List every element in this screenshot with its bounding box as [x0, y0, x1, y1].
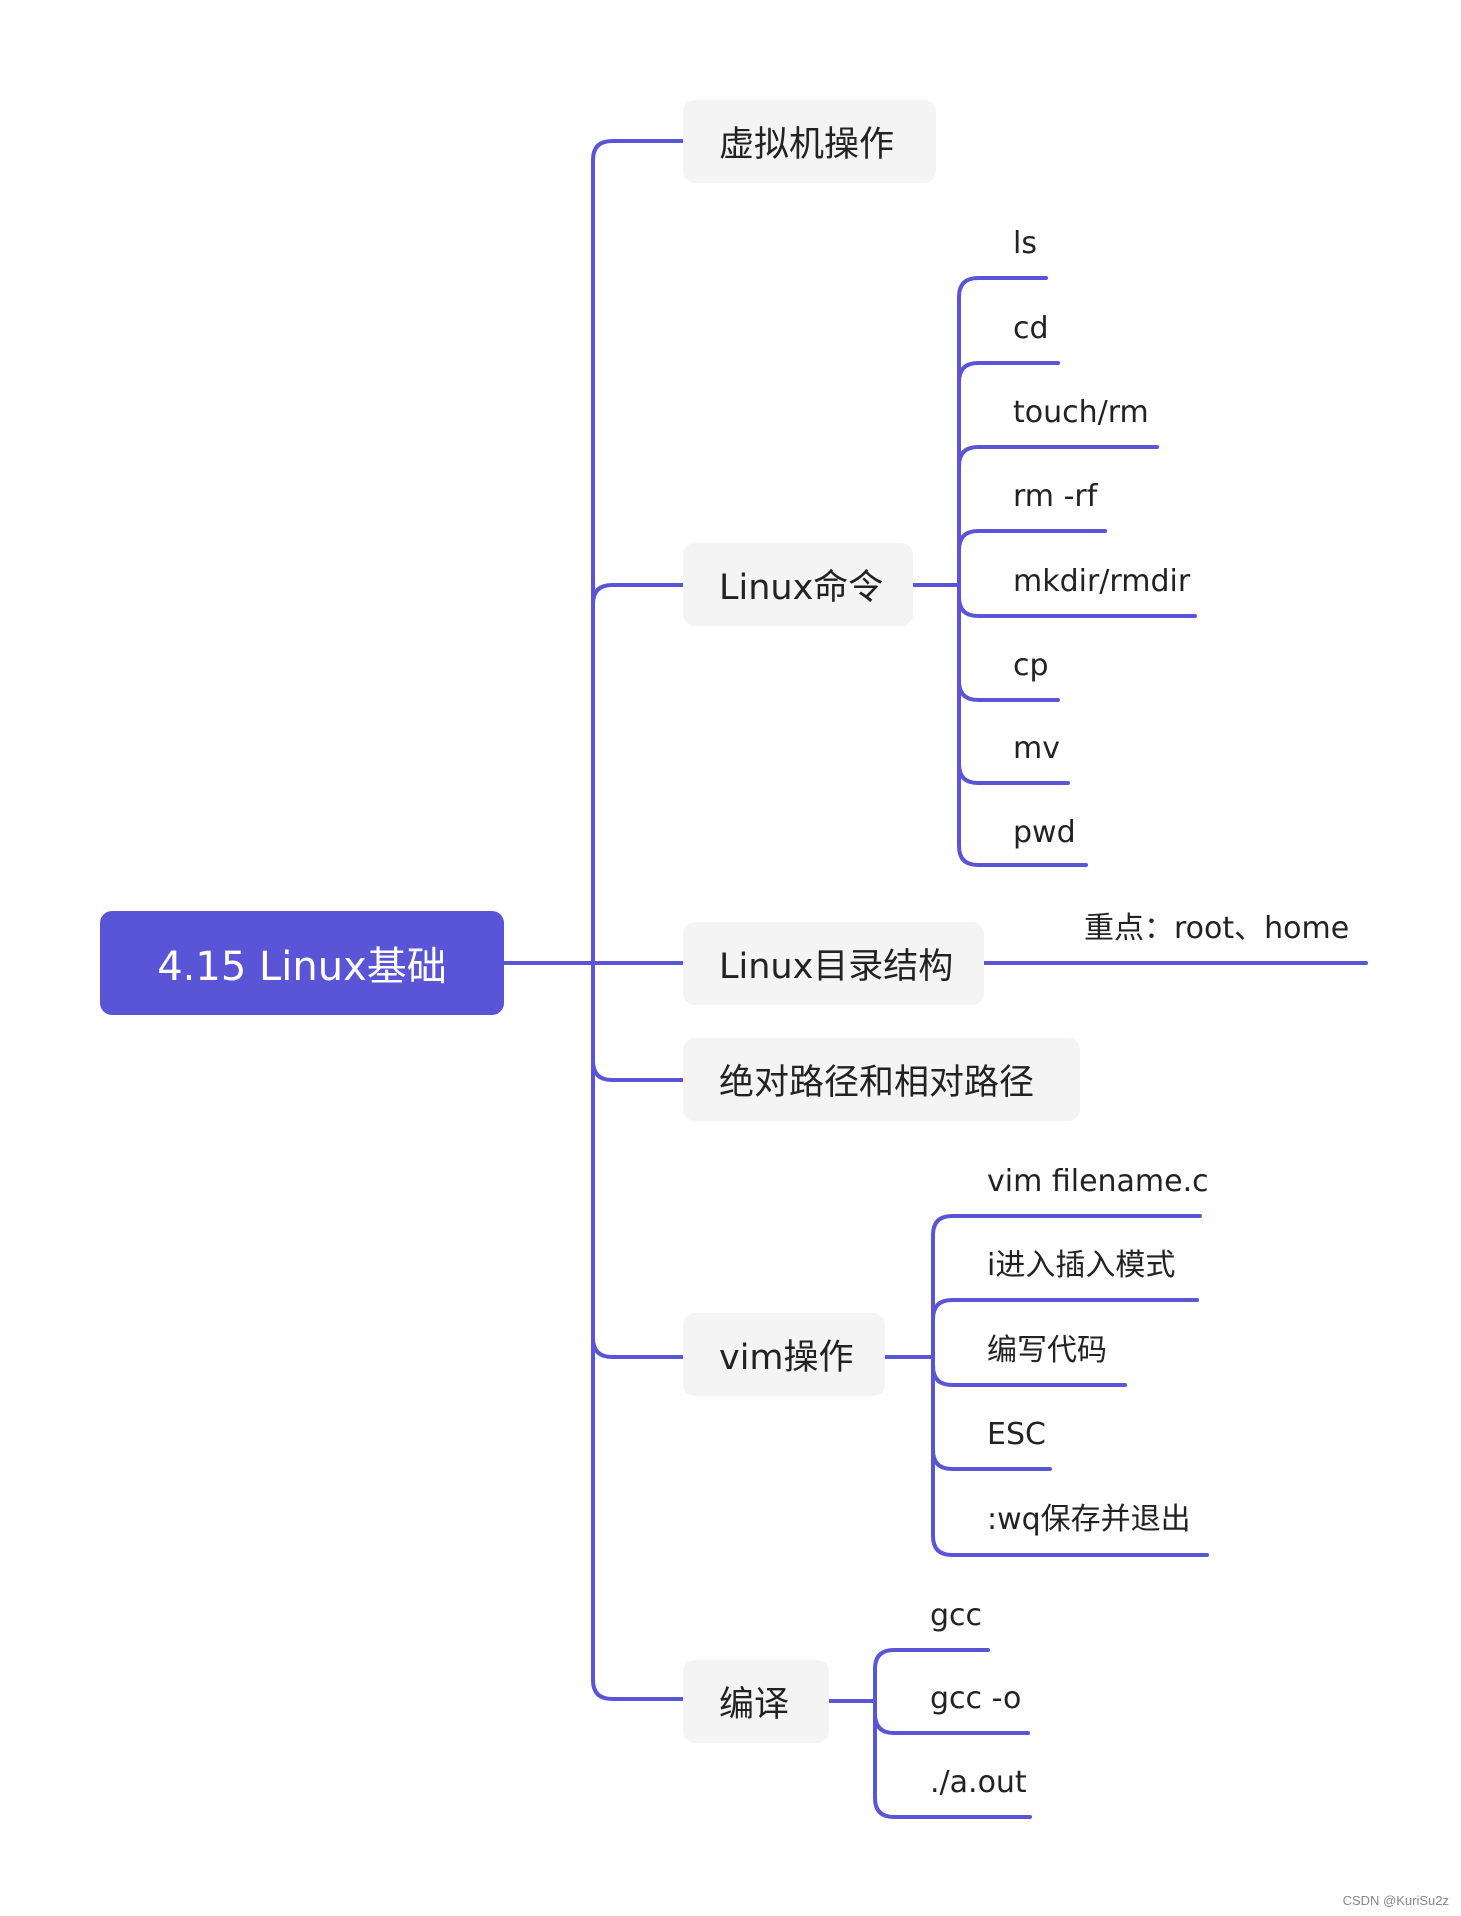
branch-label: vim操作 — [719, 1338, 854, 1378]
leaf-pwd[interactable]: pwd — [1013, 815, 1076, 850]
leaf-write-code[interactable]: 编写代码 — [987, 1333, 1107, 1368]
branch-compile[interactable]: 编译 — [683, 1660, 829, 1743]
underline-ls — [957, 276, 1088, 867]
root-node[interactable]: 4.15 Linux基础 — [100, 911, 504, 1015]
underline-esc — [931, 1448, 1052, 1471]
branch-vim-operations[interactable]: vim操作 — [683, 1313, 885, 1396]
branch-vm-operations[interactable]: 虚拟机操作 — [683, 100, 936, 183]
branch-label: 编译 — [719, 1685, 790, 1725]
underline-cd — [957, 361, 1060, 384]
leaf-root-home[interactable]: 重点：root、home — [1084, 911, 1350, 946]
leaf-vim-filename[interactable]: vim filename.c — [987, 1164, 1209, 1199]
branch-label: 绝对路径和相对路径 — [719, 1063, 1035, 1103]
leaf-insert-mode[interactable]: i进入插入模式 — [987, 1248, 1176, 1283]
branch-label: Linux目录结构 — [719, 947, 954, 987]
leaf-save-quit[interactable]: :wq保存并退出 — [987, 1502, 1191, 1537]
leaf-cp[interactable]: cp — [1013, 648, 1049, 683]
branch-linux-commands[interactable]: Linux命令 — [683, 543, 913, 626]
watermark: CSDN @KuriSu2z — [1342, 1893, 1449, 1908]
leaf-mkdir-rmdir[interactable]: mkdir/rmdir — [1013, 564, 1191, 599]
leaf-ls[interactable]: ls — [1013, 226, 1037, 261]
leaf-esc[interactable]: ESC — [987, 1417, 1046, 1452]
branch-label: 虚拟机操作 — [719, 125, 895, 165]
underline-insert — [931, 1298, 1199, 1321]
underline-gcc — [873, 1648, 1032, 1819]
underline-gcc-o — [873, 1712, 1030, 1735]
branch-linux-directory[interactable]: Linux目录结构 — [683, 922, 984, 1005]
leaf-cd[interactable]: cd — [1013, 311, 1049, 346]
underline-cp — [957, 679, 1060, 702]
connector-vim — [591, 1336, 685, 1359]
leaf-gcc[interactable]: gcc — [930, 1598, 983, 1633]
connector-paths — [591, 1059, 685, 1082]
leaf-mv[interactable]: mv — [1013, 731, 1060, 766]
underline-touch — [957, 445, 1159, 468]
underline-rmrf — [957, 529, 1107, 552]
underline-code — [931, 1364, 1127, 1387]
connector-linux-commands — [591, 583, 685, 606]
leaf-a-out[interactable]: ./a.out — [930, 1765, 1027, 1800]
leaf-touch-rm[interactable]: touch/rm — [1013, 395, 1149, 430]
leaf-gcc-o[interactable]: gcc -o — [930, 1681, 1022, 1716]
trunk-line — [591, 139, 685, 1701]
branch-label: Linux命令 — [719, 568, 884, 608]
branch-absolute-relative-paths[interactable]: 绝对路径和相对路径 — [683, 1038, 1080, 1121]
underline-mv — [957, 762, 1070, 785]
underline-vim-filename — [931, 1214, 1209, 1557]
underline-mkdir — [957, 595, 1197, 618]
root-label: 4.15 Linux基础 — [157, 944, 447, 990]
leaf-rm-rf[interactable]: rm -rf — [1013, 479, 1098, 514]
